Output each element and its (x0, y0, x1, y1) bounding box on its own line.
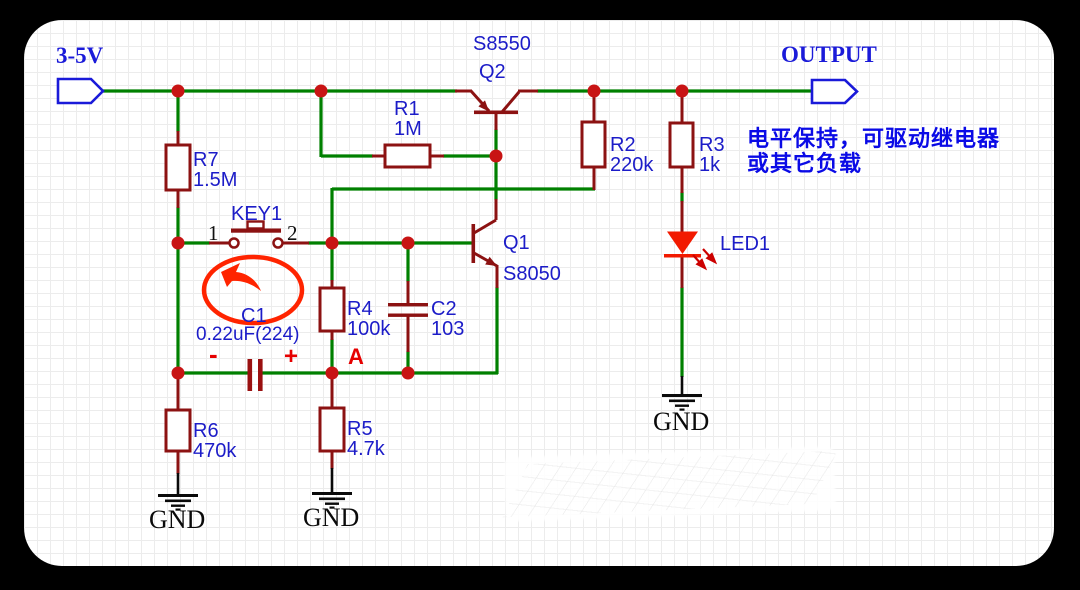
r4-value-label: 100k (347, 318, 391, 340)
key1-terminal-2 (272, 237, 284, 249)
ground-stubs (176, 376, 684, 495)
c1-minus-sign: - (209, 339, 218, 369)
r5-ref-label: R5 (347, 418, 373, 440)
c1-plus-sign: + (284, 343, 299, 370)
q1-symbol (471, 218, 498, 268)
annotation-line1: 电平保持，可驱动继电器 (747, 126, 1001, 151)
junction-dot (325, 366, 339, 380)
q1-emitter-arrow-icon (485, 256, 497, 266)
junction-dots (171, 84, 689, 380)
r2-value-label: 220k (610, 154, 654, 176)
q2-base-bar (474, 110, 518, 115)
power-flag-label: 3-5V (56, 43, 104, 68)
r4-ref-label: R4 (347, 298, 373, 320)
wires (102, 89, 813, 377)
q2-emitter-arrow-icon (478, 100, 489, 112)
junction-dot (171, 84, 185, 98)
q2-symbol (469, 89, 521, 115)
schematic-canvas (24, 20, 1054, 566)
highlight-ellipse (201, 254, 305, 326)
r4-body (318, 286, 346, 333)
resistor-bodies (164, 120, 695, 453)
gnd2-symbol (312, 492, 352, 509)
r1-body (383, 143, 432, 169)
gnd3-symbol (662, 394, 702, 411)
r6-body (164, 408, 192, 453)
key1-terminal-1 (228, 237, 240, 249)
r6-ref-label: R6 (193, 420, 219, 442)
gnd1-label: GND (149, 505, 206, 534)
led-cathode-bar (664, 254, 701, 258)
q1-part-label: S8050 (503, 263, 561, 285)
r6-value-label: 470k (193, 440, 237, 462)
junction-dot (314, 84, 328, 98)
junction-dot (401, 366, 415, 380)
junction-dot (325, 236, 339, 250)
r1-value-label: 1M (394, 118, 422, 140)
led1-symbol (664, 231, 718, 271)
power-flag-connector (56, 77, 105, 105)
r5-value-label: 4.7k (347, 438, 385, 460)
c1-symbol (247, 359, 263, 391)
r3-ref-label: R3 (699, 134, 725, 156)
highlight-arrow-icon (221, 263, 261, 291)
q2-part-label: S8550 (473, 33, 531, 55)
key1-ref-label: KEY1 (231, 203, 283, 225)
r1-ref-label: R1 (394, 98, 420, 120)
c2-plate (388, 313, 428, 317)
output-flag-connector (810, 78, 859, 105)
output-flag-label: OUTPUT (781, 42, 877, 67)
r5-body (318, 406, 346, 453)
r7-value-label: 1.5M (193, 169, 238, 191)
junction-dot (171, 366, 185, 380)
key1-actuator-bar (231, 228, 281, 233)
gnd3-label: GND (653, 407, 710, 436)
r3-body (668, 121, 695, 169)
c2-plate (388, 303, 428, 307)
c1-plate (258, 359, 263, 391)
q1-base-bar (471, 224, 476, 263)
r7-ref-label: R7 (193, 149, 219, 171)
r3-value-label: 1k (699, 154, 721, 176)
gnd1-symbol (158, 494, 198, 511)
annotation-line2: 或其它负载 (747, 151, 863, 176)
key1-pin2-number: 2 (287, 221, 298, 245)
r2-body (580, 120, 607, 169)
c1-plate (247, 359, 253, 391)
led-triangle (667, 231, 698, 254)
gnd2-label: GND (303, 503, 360, 532)
r7-body (164, 143, 192, 192)
q2-collector-diagonal (500, 91, 521, 113)
junction-dot (587, 84, 601, 98)
junction-dot (171, 236, 185, 250)
q1-ref-label: Q1 (503, 232, 530, 254)
q2-ref-label: Q2 (479, 61, 506, 83)
junction-dot (401, 236, 415, 250)
junction-dot (489, 149, 503, 163)
key1-button-cap (246, 220, 265, 230)
c1-ref-label: C1 (241, 305, 267, 327)
junction-dot (675, 84, 689, 98)
led-light-arrows-icon (692, 248, 718, 271)
c2-value-label: 103 (431, 318, 465, 340)
r2-ref-label: R2 (610, 134, 636, 156)
c2-ref-label: C2 (431, 298, 457, 320)
q1-collector-diagonal (473, 218, 497, 235)
key1-symbol (228, 220, 284, 249)
c1-value-label: 0.22uF(224) (196, 324, 300, 345)
node-a-label: A (348, 344, 364, 369)
c2-symbol (388, 303, 428, 317)
key1-pin1-number: 1 (208, 221, 219, 245)
led1-ref-label: LED1 (720, 233, 771, 255)
